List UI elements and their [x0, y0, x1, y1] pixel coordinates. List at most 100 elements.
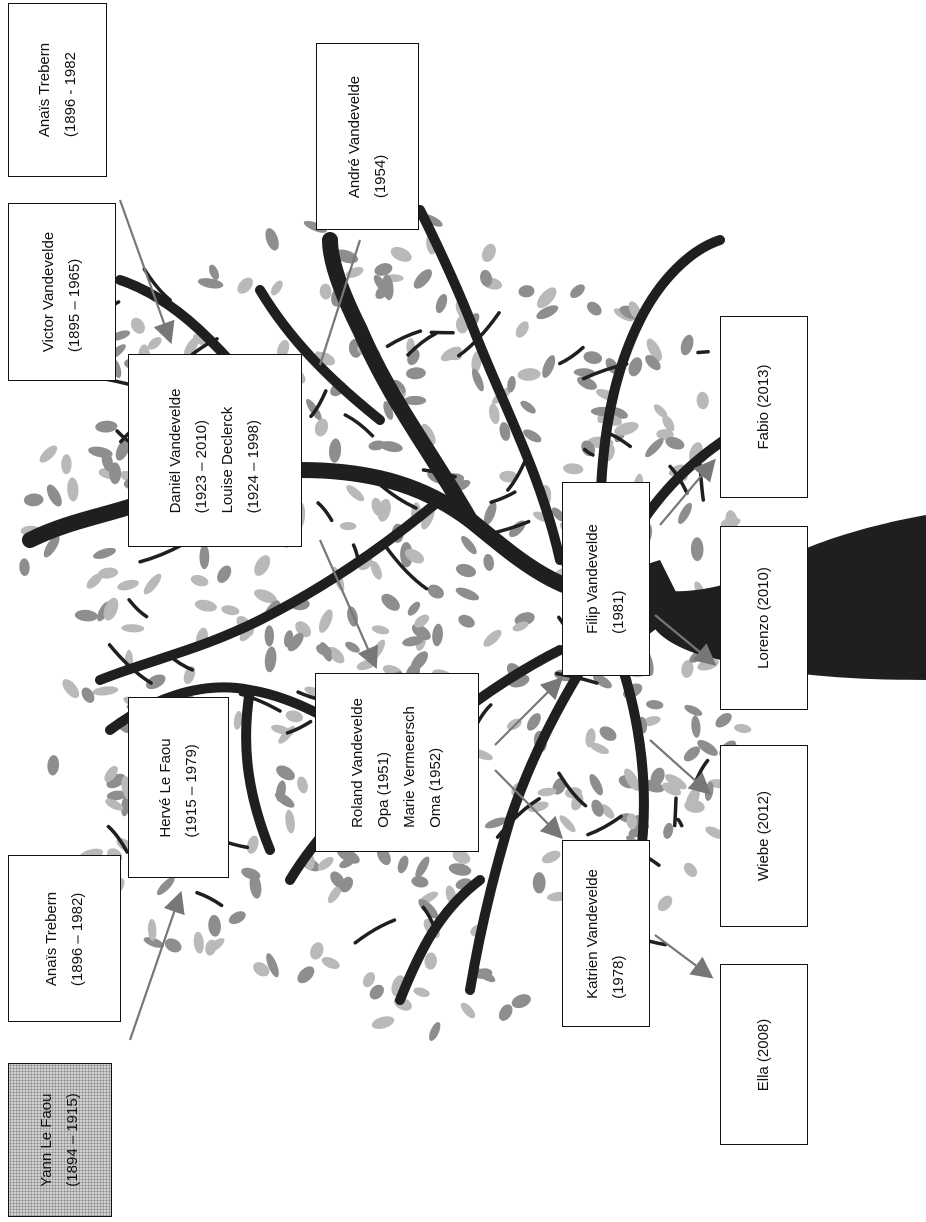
person-line: (1896 - 1982 [61, 52, 79, 138]
leaf [407, 601, 421, 616]
leaf [432, 623, 443, 647]
leaf [121, 795, 130, 817]
box-katrien-vandevelde: Katrien Vandevelde(1978) [562, 840, 650, 1027]
leaf [297, 776, 308, 794]
box-victor-vandevelde: Victor Vandevelde(1895 – 1965) [8, 203, 116, 381]
leaf [371, 1016, 395, 1029]
leaf [270, 280, 283, 296]
person-line: (1954) [371, 154, 389, 198]
leaf [663, 822, 674, 839]
leaf [297, 966, 315, 984]
person-line: Daniël Vandevelde [167, 388, 184, 513]
leaf [452, 849, 471, 864]
tree-twig [106, 824, 129, 854]
leaf [507, 375, 516, 393]
leaf [421, 423, 436, 446]
person-line: Lorenzo (2010) [755, 567, 772, 669]
leaf [370, 561, 382, 580]
leaf [105, 798, 124, 811]
tree-twig [489, 490, 517, 504]
person-text: Yann Le Faou(1894 – 1915) [34, 1093, 86, 1186]
leaf [373, 274, 389, 294]
leaf [62, 679, 80, 699]
leaf [684, 704, 703, 716]
tree-twig [406, 331, 438, 357]
leaf [319, 283, 332, 300]
tree-twig [316, 501, 334, 523]
tree-twig [495, 797, 541, 839]
leaf [435, 293, 448, 314]
leaf [734, 723, 752, 734]
person-text: Anaïs Trebern(1896 – 1982) [39, 891, 91, 985]
person-line: Ella (2008) [755, 1018, 772, 1091]
leaf [512, 621, 529, 632]
box-fabio: Fabio (2013) [720, 316, 808, 498]
leaf [657, 895, 673, 912]
leaf [427, 584, 444, 599]
leaf [591, 799, 604, 817]
leaf [397, 855, 409, 874]
leaf [67, 477, 79, 502]
person-text: Lorenzo (2010) [751, 567, 777, 669]
leaf [626, 813, 638, 830]
tree-twig [385, 329, 423, 348]
tree-twig [586, 814, 623, 837]
leaf [653, 404, 668, 419]
leaf [317, 856, 334, 871]
leaf [237, 277, 253, 294]
leaf [43, 535, 60, 558]
leaf [414, 614, 430, 628]
person-text: Hervé Le Faou(1915 – 1979) [153, 738, 205, 837]
tree-branch [595, 235, 725, 535]
box-wiebe: Wiebe (2012) [720, 745, 808, 927]
tree-twig [557, 771, 588, 808]
leaf [95, 420, 118, 433]
leaf [194, 599, 217, 612]
leaf [418, 898, 439, 919]
person-text: Anaïs Trebern (1896 - 1982 [32, 43, 84, 137]
tree-twig [138, 543, 184, 564]
tree-twig [353, 918, 397, 945]
leaf [285, 710, 304, 723]
tree-branch [322, 232, 478, 528]
person-text: Ella (2008) [751, 1018, 777, 1091]
tree-twig [668, 464, 689, 495]
leaf [661, 782, 682, 796]
leaf [678, 502, 692, 525]
tree-branch [465, 635, 605, 995]
leaf [374, 263, 393, 276]
leaf [484, 817, 508, 829]
person-line: Anaïs Trebern [35, 42, 53, 138]
leaf [646, 700, 664, 710]
leaf [371, 625, 390, 635]
leaf [205, 939, 217, 956]
leaf [316, 644, 332, 657]
leaf [264, 646, 277, 673]
leaf [404, 395, 427, 406]
person-line: (1895 – 1965) [66, 258, 83, 353]
tree-twig [696, 350, 710, 355]
leaf [460, 1002, 476, 1019]
arrow-roland-to-filip [494, 676, 564, 746]
tree-twig [127, 598, 149, 619]
leaf [697, 739, 718, 756]
tree-twig [421, 905, 438, 932]
box-daniel-louise: Daniël Vandevelde(1923 – 2010)Louise Dec… [128, 354, 302, 547]
leaf [379, 441, 403, 453]
leaf [246, 835, 259, 854]
person-line: Fabio (2013) [755, 364, 772, 450]
tree-twig [285, 719, 313, 735]
leaf [690, 537, 704, 562]
tree-twig [166, 652, 195, 672]
person-text: Filip Vandevelde(1981) [580, 524, 632, 634]
leaf [46, 484, 62, 507]
leaf [411, 876, 429, 888]
box-herve-le-faou: Hervé Le Faou(1915 – 1979) [128, 697, 229, 878]
leaf [106, 790, 127, 801]
leaf [190, 574, 209, 587]
tree-branch [395, 875, 485, 1005]
leaf [455, 563, 477, 578]
leaf [541, 850, 561, 864]
person-text: André Vandevelde(1954) [342, 75, 394, 197]
